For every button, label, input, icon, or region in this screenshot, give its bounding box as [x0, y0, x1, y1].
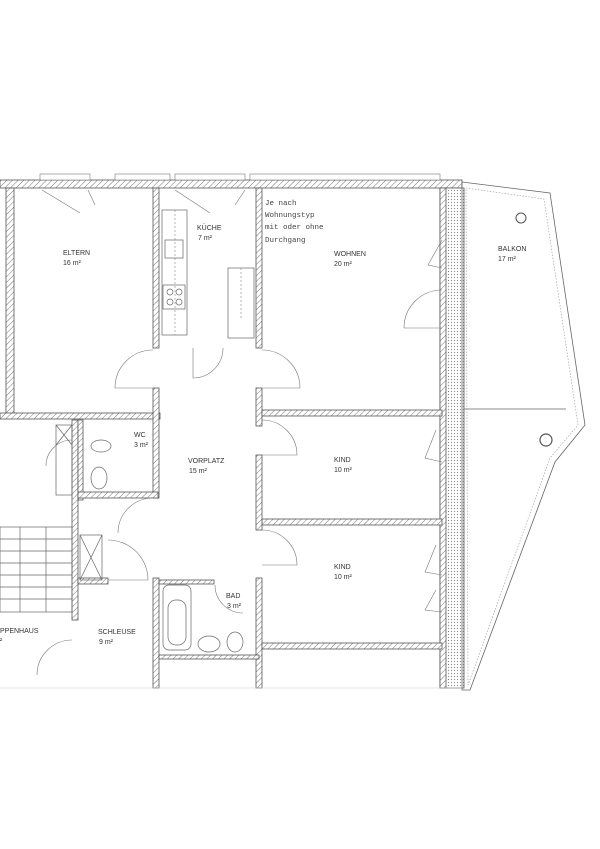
- room-name-wohnen: WOHNEN: [334, 251, 366, 258]
- room-area-eltern: 16 m²: [63, 260, 82, 267]
- toilet-icon: [226, 631, 244, 653]
- room-labels: ELTERN 16 m² KÜCHE 7 m² WOHNEN 20 m² BAL…: [0, 224, 526, 646]
- note-text: Je nach Wohnungstyp mit oder ohne Durchg…: [265, 200, 324, 245]
- drain-icon: [515, 212, 527, 224]
- room-area-wohnen: 20 m²: [334, 261, 353, 268]
- wash-basin-icon: [90, 466, 108, 490]
- room-name-kueche: KÜCHE: [197, 224, 222, 232]
- room-area-schleuse: 9 m²: [99, 639, 114, 646]
- balcony-doors: [424, 429, 443, 613]
- balcony: [461, 181, 586, 691]
- note-line: Wohnungstyp: [265, 212, 315, 220]
- staircase: [0, 526, 73, 613]
- room-name-kind-1: KIND: [334, 457, 351, 464]
- room-area-wc: 3 m²: [134, 442, 149, 449]
- room-area-kind-1: 10 m²: [334, 467, 353, 474]
- toilet-icon: [90, 439, 112, 453]
- room-name-schleuse: SCHLEUSE: [98, 629, 136, 636]
- room-area-vorplatz: 15 m²: [189, 468, 208, 475]
- room-area-balkon: 17 m²: [498, 256, 517, 263]
- room-area-kueche: 7 m²: [198, 235, 213, 242]
- sanitary-fixtures: [55, 424, 244, 653]
- room-name-kind-2: KIND: [334, 564, 351, 571]
- room-area-treppenhaus: m²: [0, 638, 3, 645]
- shaft: [55, 424, 73, 496]
- room-name-balkon: BALKON: [498, 246, 526, 253]
- note-line: Je nach: [265, 200, 297, 208]
- exterior-walls: [0, 179, 465, 689]
- room-name-vorplatz: VORPLATZ: [188, 458, 225, 465]
- wash-basin-icon: [197, 635, 221, 653]
- room-name-eltern: ELTERN: [63, 250, 90, 257]
- note-line: mit oder ohne: [265, 224, 324, 232]
- sink-icon: [164, 239, 184, 259]
- room-area-kind-2: 10 m²: [334, 574, 353, 581]
- room-name-bad: BAD: [226, 593, 240, 600]
- room-area-bad: 3 m²: [227, 603, 242, 610]
- doors: [36, 239, 443, 676]
- stove-icon: [162, 284, 186, 310]
- room-name-wc: WC: [134, 432, 146, 439]
- bathtub-icon: [162, 584, 192, 651]
- drain-icon: [539, 433, 553, 447]
- note-line: Durchgang: [265, 237, 306, 245]
- room-name-treppenhaus: PPENHAUS: [0, 628, 39, 635]
- windows: [39, 173, 441, 214]
- kitchen-counter: [161, 209, 255, 339]
- interior-walls: [0, 187, 443, 689]
